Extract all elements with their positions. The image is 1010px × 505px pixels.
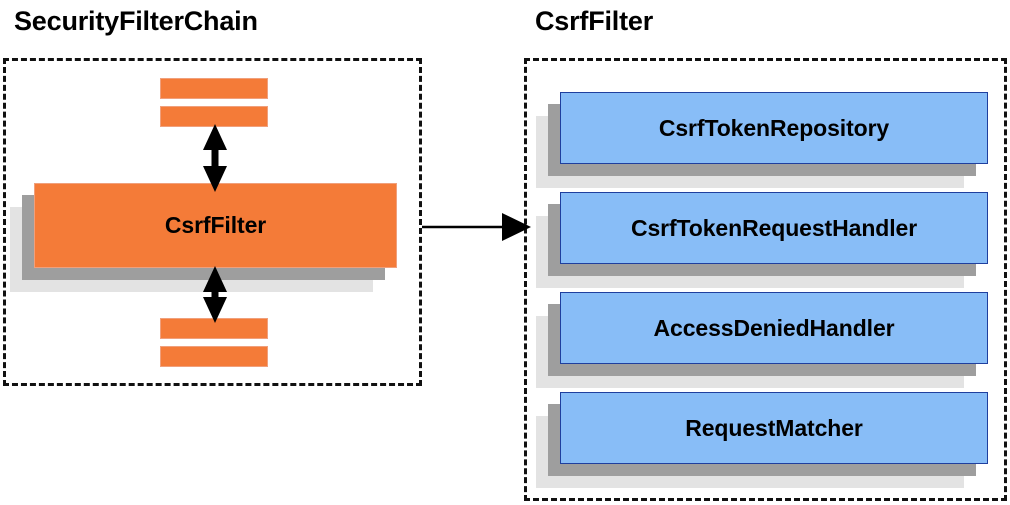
component-label-csrf-token-repository: CsrfTokenRepository <box>658 114 890 141</box>
component-label-csrf-token-request-handler: CsrfTokenRequestHandler <box>630 214 918 241</box>
component-csrf-token-request-handler[interactable]: CsrfTokenRequestHandler <box>536 192 988 288</box>
filter-bar-top-2 <box>160 106 268 127</box>
component-csrf-filter[interactable]: CsrfFilter <box>10 183 397 292</box>
component-label-access-denied-handler: AccessDeniedHandler <box>653 314 895 341</box>
component-request-matcher[interactable]: RequestMatcher <box>536 392 988 488</box>
panel-title-csrffilter: CsrfFilter <box>535 6 654 36</box>
component-label-request-matcher: RequestMatcher <box>685 414 863 441</box>
component-csrf-token-repository[interactable]: CsrfTokenRepository <box>536 92 988 188</box>
arrow-chain-to-detail <box>422 213 531 241</box>
component-face: RequestMatcher <box>560 392 988 464</box>
component-label-csrf-filter: CsrfFilter <box>164 212 267 238</box>
component-face: AccessDeniedHandler <box>560 292 988 364</box>
panel-securityfilterchain <box>3 58 422 386</box>
filter-bar-bottom-2 <box>160 346 268 367</box>
component-face: CsrfTokenRequestHandler <box>560 192 988 264</box>
filter-bar-bottom-1 <box>160 318 268 339</box>
filter-bar-top-1 <box>160 78 268 99</box>
component-face: CsrfFilter <box>34 183 397 268</box>
panel-csrffilter-detail <box>524 58 1007 501</box>
panel-title-securityfilterchain: SecurityFilterChain <box>14 6 258 36</box>
component-access-denied-handler[interactable]: AccessDeniedHandler <box>536 292 988 388</box>
component-face: CsrfTokenRepository <box>560 92 988 164</box>
